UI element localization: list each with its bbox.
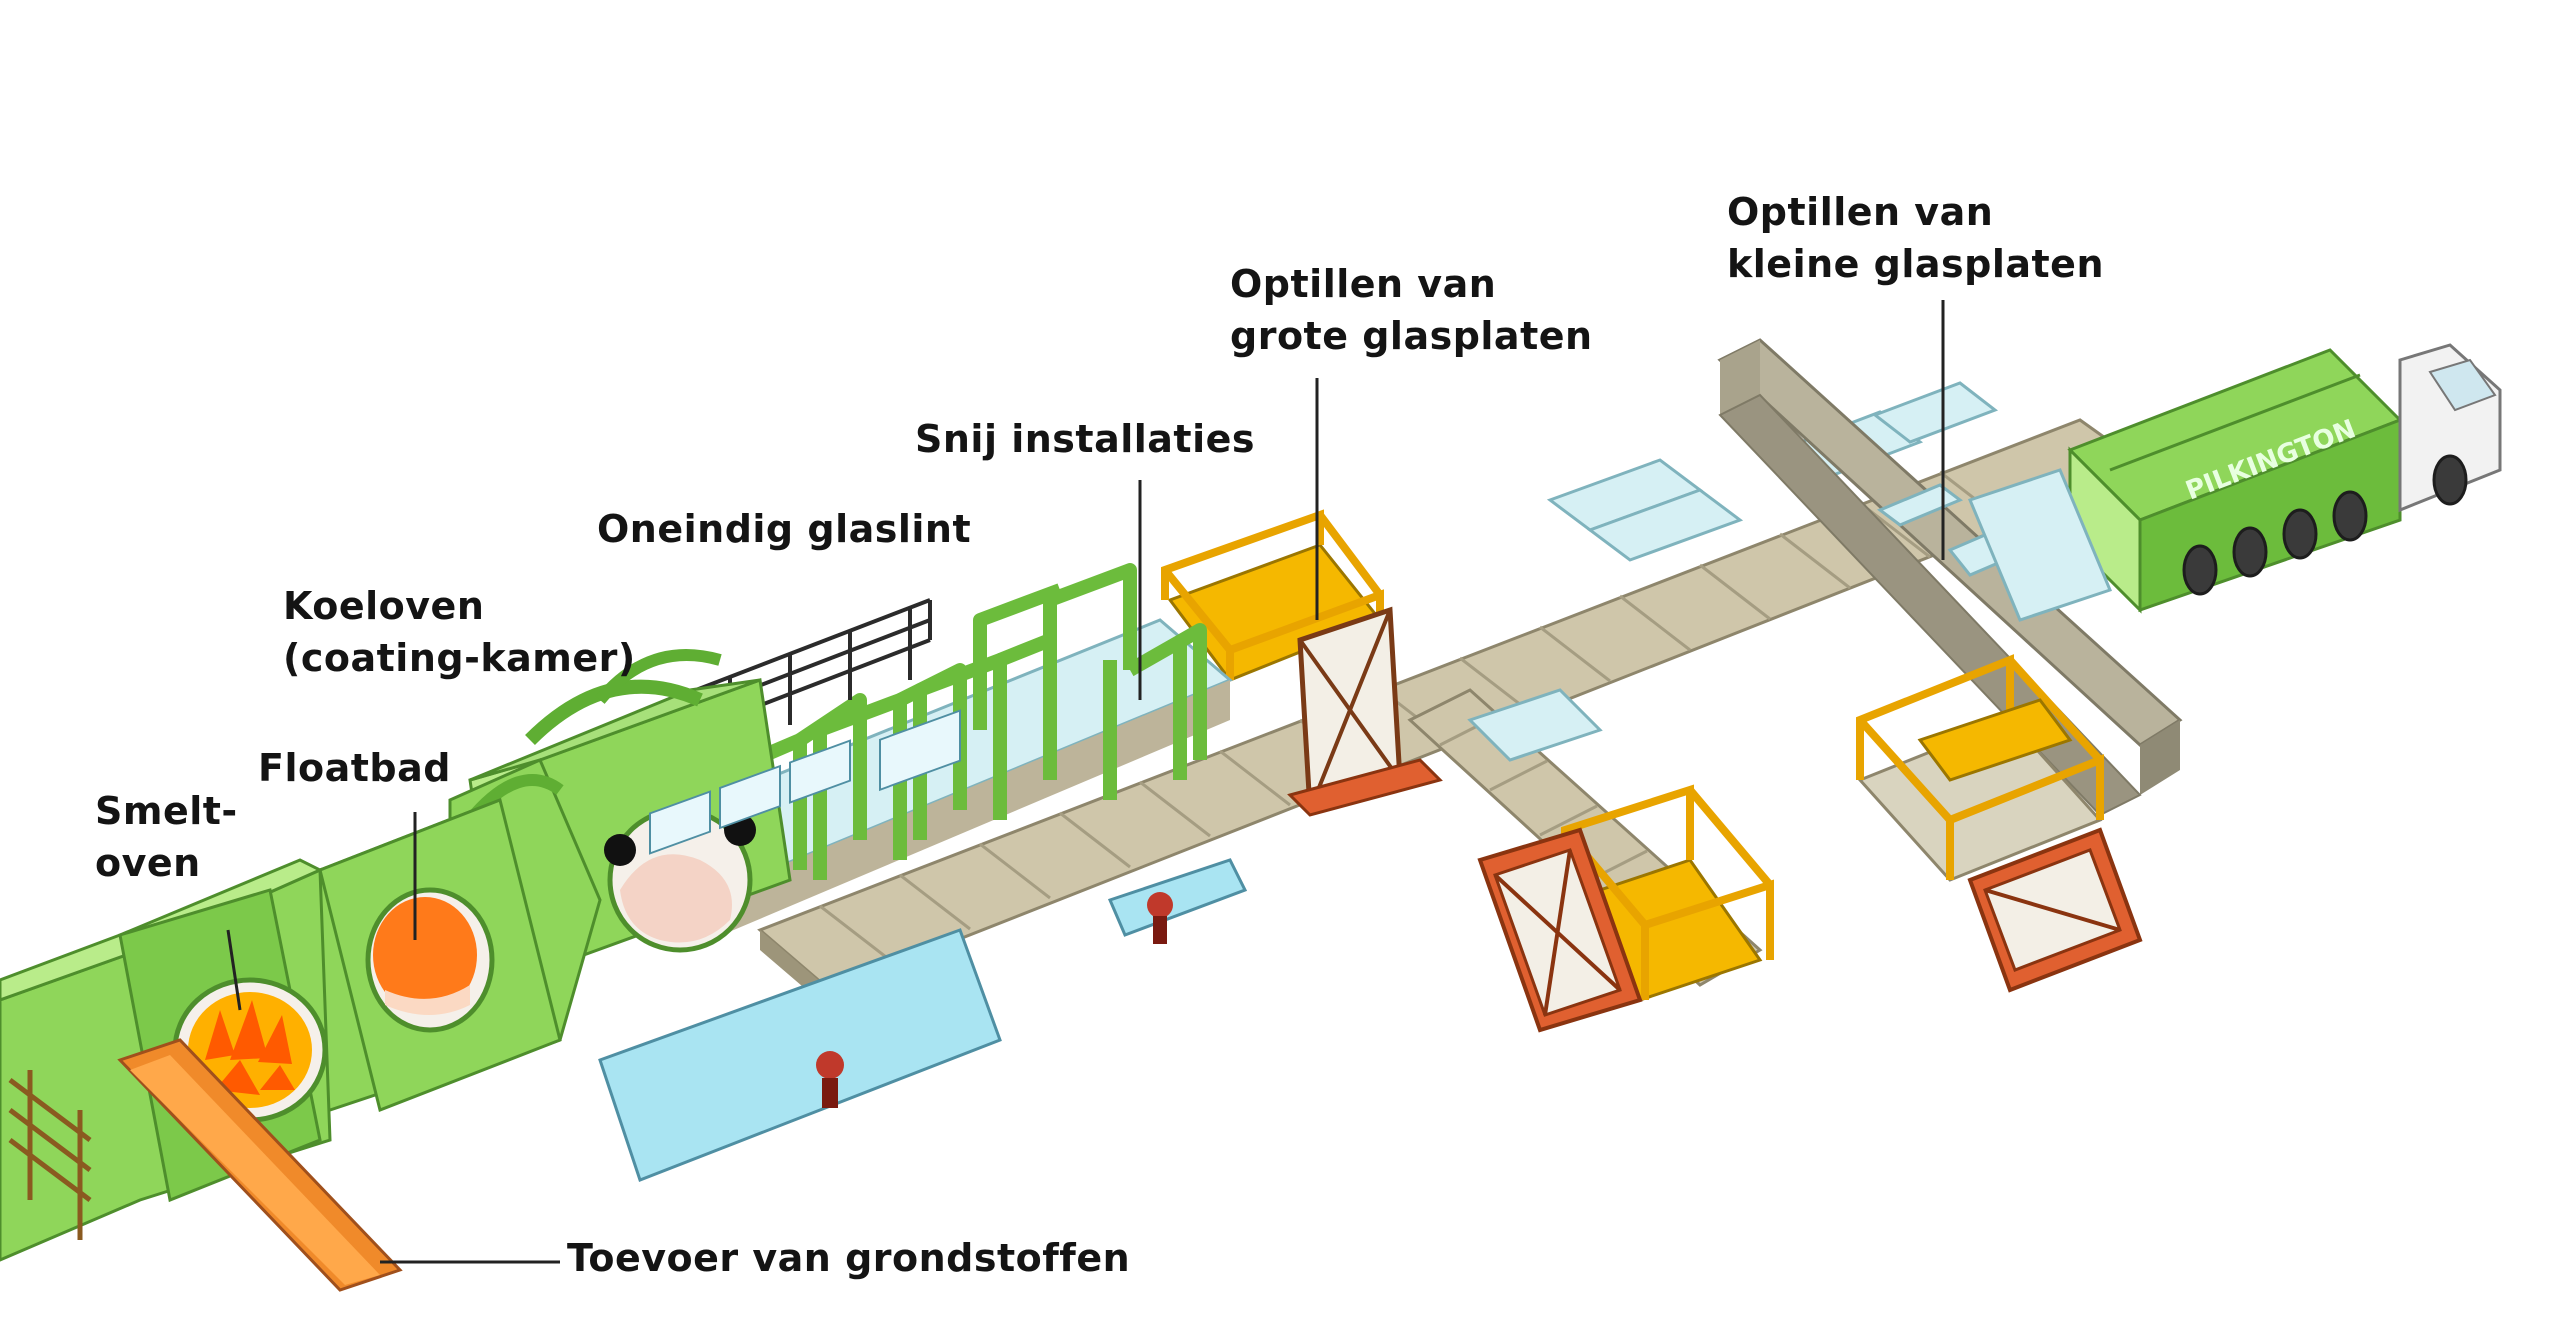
cutting-console bbox=[1107, 858, 1248, 944]
label-lifting-small-plates: Optillen van kleine glasplaten bbox=[1727, 190, 2104, 286]
truck: PILKINGTON bbox=[1967, 343, 2502, 622]
control-room-console bbox=[598, 709, 1002, 1210]
label-float-bath: Floatbad bbox=[258, 746, 451, 790]
label-cutting-installations: Snij installaties bbox=[915, 417, 1255, 461]
label-melting-furnace: Smelt- oven bbox=[95, 789, 238, 885]
label-annealing-lehr: Koeloven (coating-kamer) bbox=[283, 584, 636, 680]
label-endless-glass-ribbon: Oneindig glaslint bbox=[597, 507, 972, 551]
large-plate-lifter-main bbox=[1161, 509, 1443, 817]
raw-material-feed bbox=[117, 1038, 403, 1292]
large-plate-lifter-branch bbox=[1477, 784, 1774, 1033]
label-raw-material-feed: Toevoer van grondstoffen bbox=[567, 1236, 1131, 1280]
small-plate-lifter bbox=[1856, 654, 2143, 993]
label-lifting-large-plates: Optillen van grote glasplaten bbox=[1230, 262, 1593, 358]
